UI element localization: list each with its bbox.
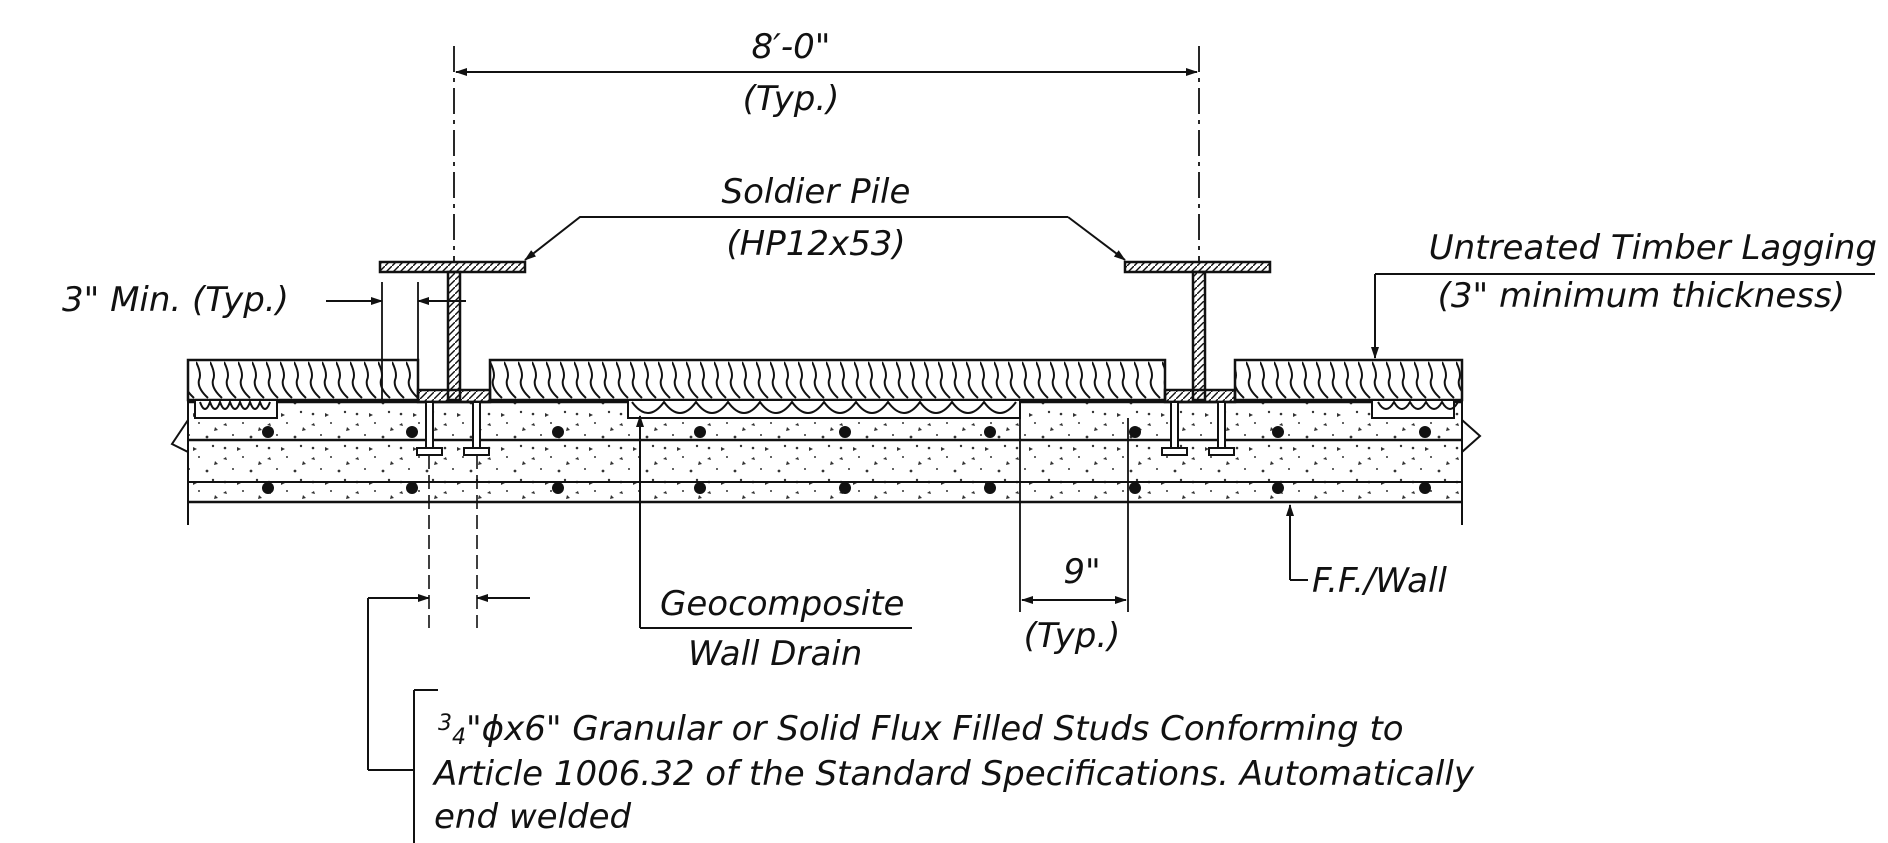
min-bearing-dimension bbox=[326, 282, 466, 402]
pile-spacing-label: 8′-0" bbox=[752, 27, 831, 67]
stud-spacing-label: 9" bbox=[1063, 552, 1100, 592]
soldier-pile-size-label: (HP12x53) bbox=[726, 224, 905, 264]
soldier-pile-right bbox=[1123, 260, 1272, 404]
ff-wall-label: F.F./Wall bbox=[1312, 561, 1447, 601]
reinforcing-bars bbox=[262, 426, 1431, 494]
right-break-line bbox=[1461, 419, 1482, 470]
soldier-pile-left bbox=[378, 260, 527, 404]
studs-note-line2: Article 1006.32 of the Standard Specific… bbox=[432, 754, 1475, 794]
lagging-label: Untreated Timber Lagging bbox=[1429, 228, 1877, 268]
stud-spacing-dimension bbox=[1019, 418, 1129, 612]
soldier-pile-leader bbox=[524, 216, 1126, 261]
studs-note-line1: "ϕx6" Granular or Solid Flux Filled Stud… bbox=[466, 709, 1404, 749]
pile-centerlines bbox=[453, 46, 1200, 262]
lagging-leader bbox=[1371, 273, 1875, 359]
drain-leader bbox=[636, 415, 912, 629]
studs-note-leader bbox=[367, 594, 530, 843]
left-break-line bbox=[170, 419, 189, 470]
drain-label-line1: Geocomposite bbox=[660, 584, 904, 624]
welded-studs bbox=[416, 401, 1235, 456]
stud-spacing-typ-label: (Typ.) bbox=[1024, 616, 1121, 656]
soldier-pile-label: Soldier Pile bbox=[722, 172, 911, 212]
studs-fraction-numerator: 3 bbox=[438, 711, 452, 736]
geocomposite-drain bbox=[194, 399, 1459, 419]
studs-note-line3: end welded bbox=[434, 797, 632, 837]
lagging-thickness-label: (3" minimum thickness) bbox=[1438, 276, 1845, 316]
drain-label-line2: Wall Drain bbox=[688, 634, 862, 674]
min-bearing-label: 3" Min. (Typ.) bbox=[62, 280, 289, 320]
ff-wall-leader bbox=[1286, 504, 1308, 581]
timber-lagging bbox=[186, 358, 1464, 402]
pile-spacing-typ-label: (Typ.) bbox=[743, 79, 840, 119]
studs-fraction-denominator: 4 bbox=[452, 725, 466, 750]
